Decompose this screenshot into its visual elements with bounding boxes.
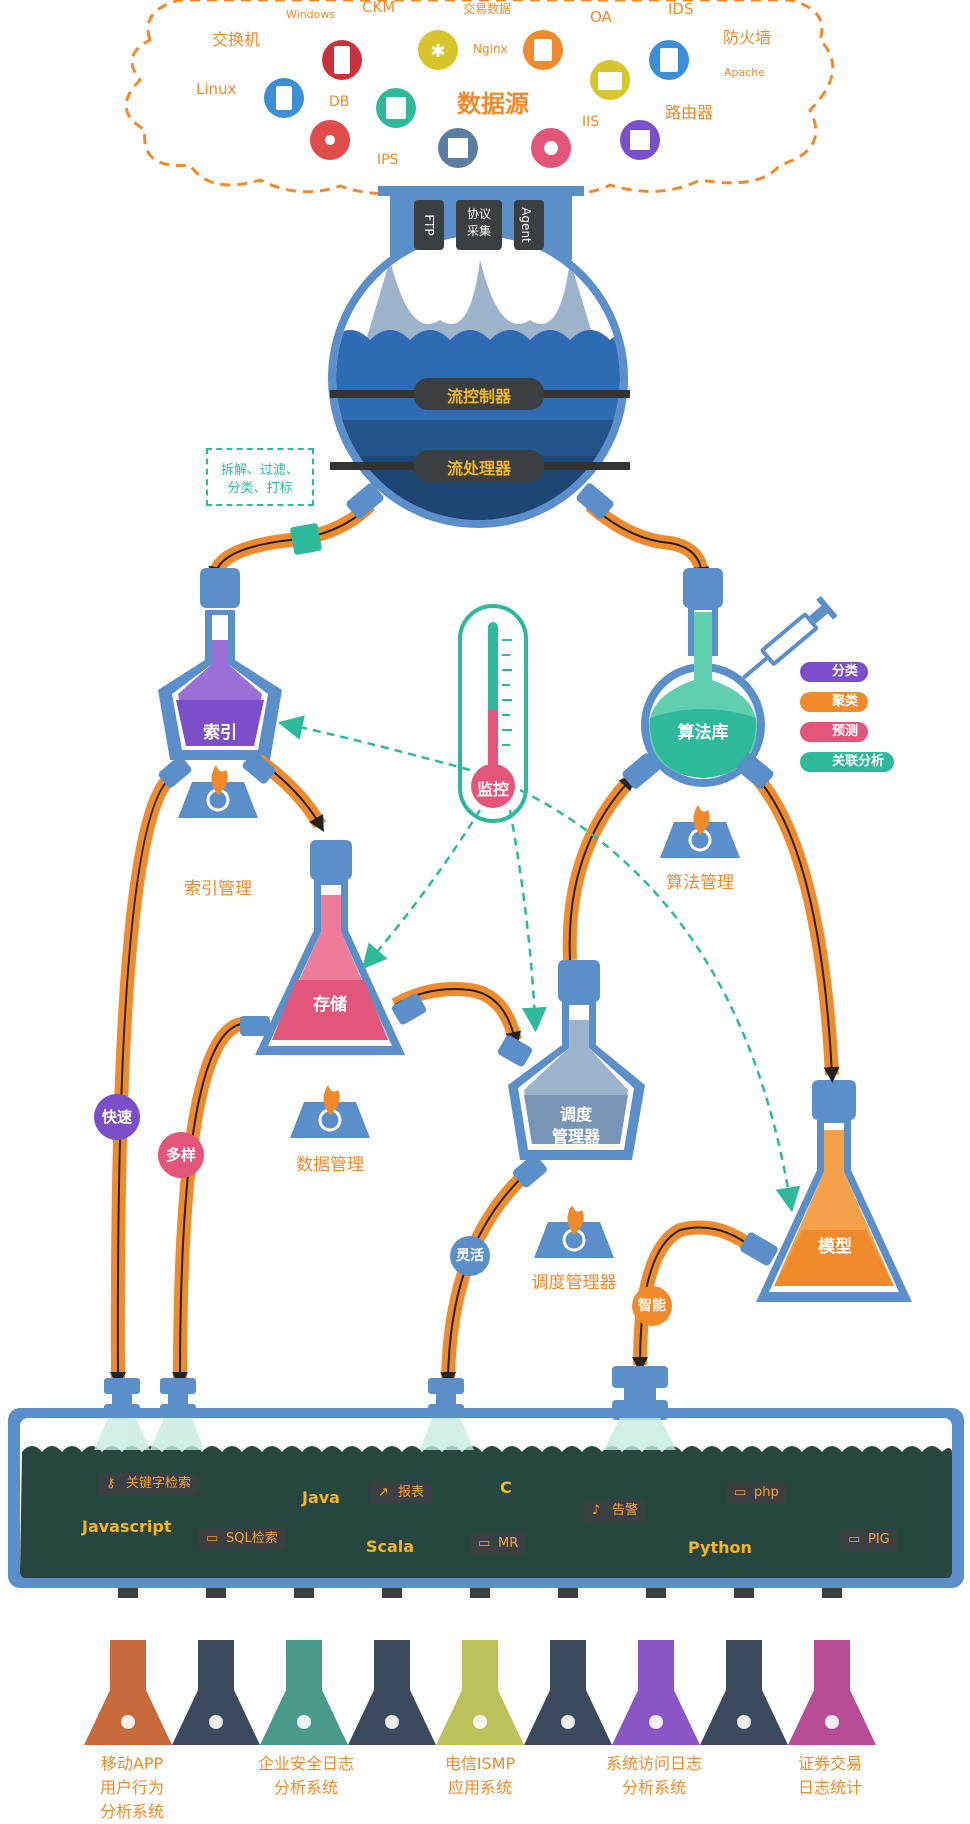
scheduler-burner: [534, 1205, 614, 1258]
algo-burner: [660, 805, 740, 858]
chart-icon: ↗: [378, 1485, 389, 1500]
storage-burner: [290, 1085, 370, 1138]
source-switch: 交换机: [212, 30, 261, 49]
system-telecom-ismp: 电信ISMP 应用系统: [444, 1754, 516, 1797]
lang-c: C: [500, 1478, 512, 1497]
svg-text:✱: ✱: [430, 41, 445, 62]
cloud-title: 数据源: [457, 90, 529, 118]
tag-sql-search: ▭SQL检索: [198, 1528, 286, 1550]
algo-label: 算法库: [677, 723, 729, 743]
badge-smart: 智能: [632, 1286, 672, 1326]
collector-ftp: FTP: [414, 200, 444, 250]
bell-icon: ♪: [592, 1503, 601, 1518]
tag-node: [290, 523, 322, 555]
source-trade: 交易数据: [463, 2, 512, 16]
pill-predict: 预测: [800, 722, 869, 742]
system-access-log: 系统访问日志 分析系统: [605, 1754, 702, 1797]
source-windows: Windows: [286, 8, 336, 21]
bottom-flasks: [84, 1588, 876, 1745]
file-icon: ▭: [734, 1485, 747, 1500]
process-note: 拆解、过滤、 分类、打标: [206, 448, 314, 506]
source-ids: IDS: [668, 0, 694, 18]
storage-manager-label: 数据管理: [296, 1155, 364, 1175]
model-label: 模型: [818, 1237, 852, 1257]
pill-classify: 分类: [800, 662, 869, 682]
source-ips: IPS: [377, 152, 399, 168]
source-iis: IIS: [582, 114, 600, 130]
source-apache: Apache: [724, 66, 766, 79]
tag-alert: ♪告警: [584, 1500, 647, 1522]
badge-diverse: 多样: [158, 1132, 204, 1178]
pill-cluster: 聚类: [800, 692, 869, 712]
index-manager-label: 索引管理: [184, 879, 252, 899]
source-ckm: CKM: [362, 0, 396, 16]
collector-protocol: 协议 采集: [456, 200, 502, 250]
lang-javascript: Javascript: [82, 1517, 172, 1536]
scheduler-manager-label: 调度管理器: [531, 1273, 617, 1293]
sql-icon: ▭: [206, 1531, 219, 1546]
lang-scala: Scala: [366, 1537, 415, 1556]
source-router: 路由器: [665, 103, 714, 122]
lang-java: Java: [302, 1488, 340, 1507]
algo-manager-label: 算法管理: [666, 873, 734, 893]
tag-keyword-search: ⚷关键字检索: [98, 1473, 200, 1495]
tag-pig: ▭PIG: [840, 1529, 898, 1551]
pill-association: 关联分析: [800, 752, 895, 772]
lang-python: Python: [688, 1538, 752, 1557]
source-linux: Linux: [196, 80, 237, 98]
index-label: 索引: [203, 723, 237, 743]
file-icon: ▭: [848, 1532, 861, 1547]
storage-label: 存储: [313, 995, 347, 1015]
collector-agent: Agent: [514, 200, 544, 250]
flow-processor-label: 流处理器: [446, 459, 511, 478]
tag-php: ▭php: [726, 1482, 787, 1504]
nginx-icon: [418, 30, 458, 70]
key-icon: ⚷: [106, 1476, 116, 1491]
system-mobile-app: 移动APP 用户行为 分析系统: [99, 1754, 164, 1821]
tag-report: ↗报表: [370, 1482, 433, 1504]
source-firewall: 防火墙: [723, 28, 772, 47]
source-nginx: Nginx: [473, 42, 508, 56]
monitor-label: 监控: [476, 780, 509, 799]
index-burner: [178, 765, 258, 818]
syringe-icon: [742, 595, 838, 680]
badge-fast: 快速: [94, 1094, 140, 1140]
file-icon: ▭: [478, 1536, 491, 1551]
flow-controller-label: 流控制器: [446, 387, 511, 406]
system-securities: 证券交易 日志统计: [797, 1754, 862, 1797]
tag-mr: ▭MR: [470, 1533, 527, 1555]
scheduler-label: 调度 管理器: [551, 1105, 600, 1146]
badge-flexible: 灵活: [450, 1236, 490, 1276]
system-enterprise-security: 企业安全日志 分析系统: [257, 1754, 354, 1797]
source-oa: OA: [590, 8, 612, 26]
source-db: DB: [329, 94, 350, 110]
